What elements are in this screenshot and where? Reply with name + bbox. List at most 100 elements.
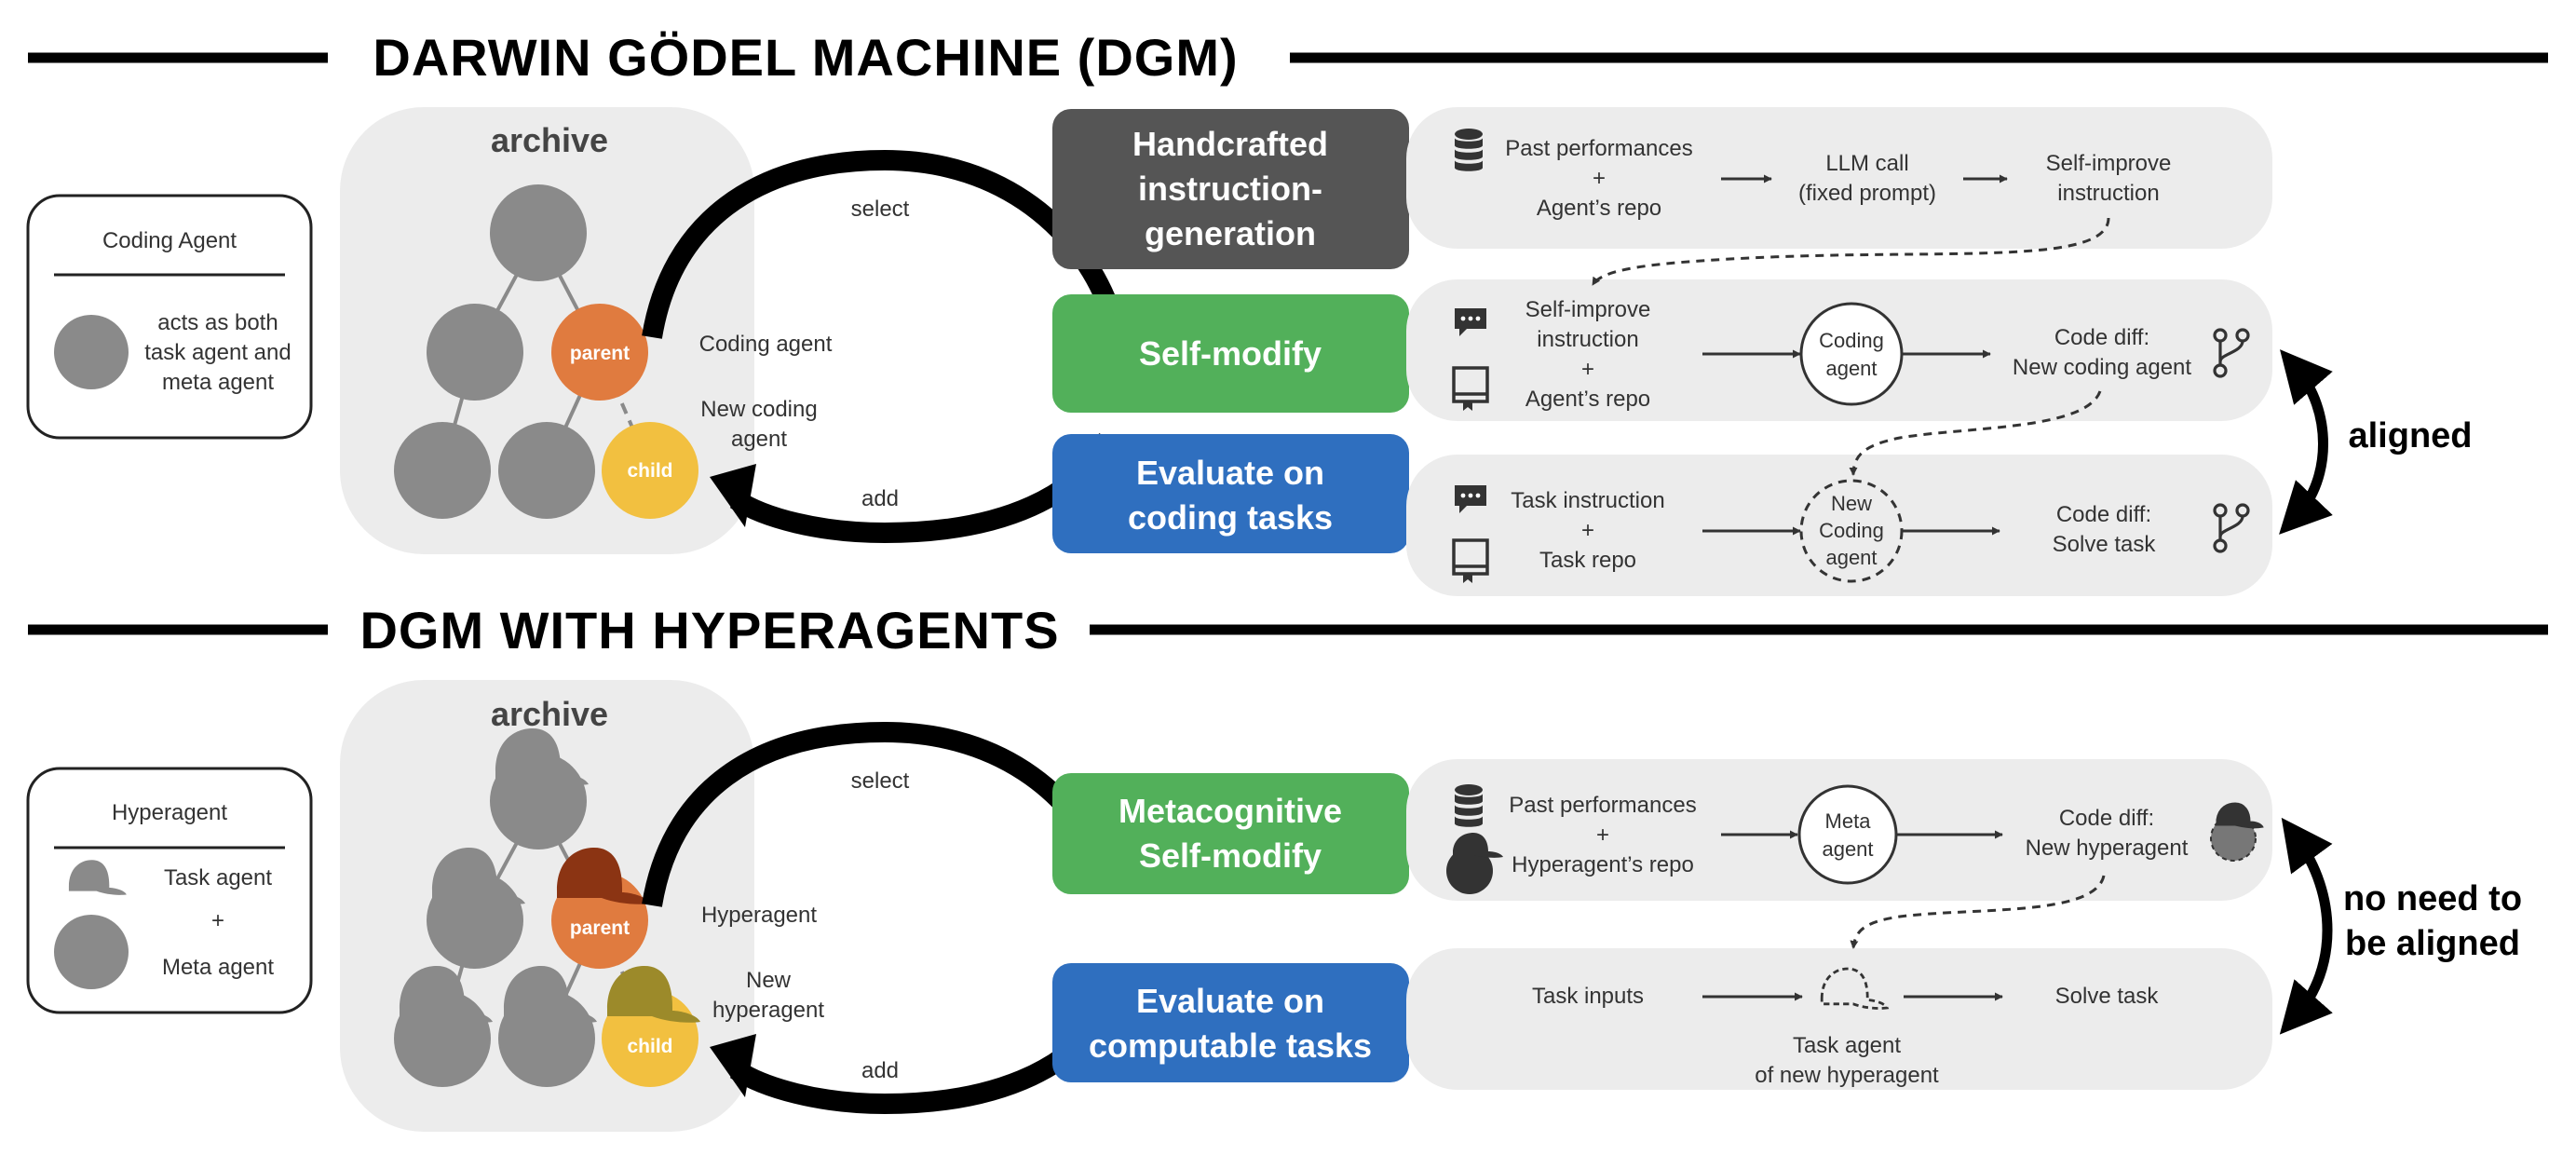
archive-label: archive — [491, 695, 608, 733]
step-box-handcrafted — [1052, 109, 1409, 269]
step1-line3: generation — [1145, 214, 1316, 252]
section-hyperagents: DGM WITH HYPERAGENTS Hyperagent Task age… — [26, 601, 2548, 1132]
hflow1-to-hflow2-arrow — [1850, 875, 2106, 949]
flow3-plus: + — [1581, 518, 1594, 543]
loop-new-line1: New — [746, 968, 792, 993]
loop-agent-label: Coding agent — [699, 332, 833, 357]
flow1-mid-line1: LLM call — [1825, 151, 1908, 176]
flow3-circle-line2: Coding — [1819, 519, 1884, 542]
flow1-to-flow2-arrow — [1591, 217, 2110, 286]
flow2-to-flow3-arrow — [1849, 390, 2102, 476]
flow2-plus: + — [1581, 357, 1594, 382]
child-label: child — [627, 1036, 672, 1057]
hstep2-line1: Evaluate on — [1136, 982, 1324, 1020]
archive-node-child — [602, 422, 698, 519]
no-need-line2: be aligned — [2345, 924, 2520, 963]
loop-new-line2: hyperagent — [712, 998, 824, 1023]
loop-select-label: select — [851, 197, 910, 222]
hflow1-circle-line1: Meta — [1825, 809, 1872, 833]
hflow1-in-line1: Past performances — [1509, 793, 1696, 818]
flow1-in-line2: Agent’s repo — [1537, 196, 1661, 221]
archive-node-parent — [551, 304, 648, 401]
hflow2-in-line1: Task inputs — [1532, 984, 1644, 1009]
loop-new-line1: New coding — [700, 397, 817, 422]
hflow1-out-line1: Code diff: — [2059, 806, 2154, 831]
flow2-out-line2: New coding agent — [2013, 355, 2191, 380]
hflow2-under-line1: Task agent — [1793, 1033, 1901, 1058]
legend-line1: acts as both — [157, 310, 278, 335]
step2-line1: Self-modify — [1139, 334, 1322, 373]
flow-panel-2 — [1406, 948, 2272, 1090]
step-box-self-modify — [1052, 294, 1409, 413]
legend-title: Coding Agent — [102, 228, 237, 253]
hflow1-in-line2: Hyperagent’s repo — [1512, 852, 1694, 877]
not-aligned-double-arrow — [2279, 817, 2333, 1035]
flow2-circle-line1: Coding — [1819, 329, 1884, 352]
legend-line2: task agent and — [144, 340, 291, 365]
flow2-out-line1: Code diff: — [2054, 325, 2149, 350]
hflow1-circle-line2: agent — [1822, 837, 1873, 861]
parent-label: parent — [570, 918, 630, 939]
flow3-out-line1: Code diff: — [2056, 502, 2151, 527]
hstep1-line2: Self-modify — [1139, 836, 1322, 875]
aligned-label: aligned — [2348, 416, 2472, 455]
hstep1-line1: Metacognitive — [1119, 792, 1342, 830]
flow1-out-line1: Self-improve — [2046, 151, 2172, 176]
loop-add-label: add — [861, 1058, 899, 1083]
archive-node-root — [490, 184, 587, 281]
flow2-circle-line2: agent — [1825, 357, 1877, 380]
legend-title: Hyperagent — [112, 800, 227, 825]
flow3-circle-line1: New — [1831, 492, 1872, 515]
flow1-plus: + — [1593, 166, 1606, 191]
step3-line2: coding tasks — [1128, 498, 1333, 537]
hflow1-out-line2: New hyperagent — [2026, 836, 2189, 861]
legend-meta-node — [54, 915, 129, 989]
parent-label: parent — [570, 343, 630, 364]
flow1-out-line2: instruction — [2057, 181, 2159, 206]
no-need-line1: no need to — [2343, 879, 2522, 918]
flow3-in-line2: Task repo — [1539, 548, 1636, 573]
loop-select-label: select — [851, 768, 910, 794]
legend-line1: Task agent — [164, 865, 272, 890]
legend-plus: + — [211, 908, 224, 933]
archive-node — [498, 422, 595, 519]
legend-line3: meta agent — [162, 370, 274, 395]
flow3-in-line1: Task instruction — [1511, 488, 1664, 513]
hflow1-plus: + — [1596, 822, 1609, 848]
flow2-in-line3: Agent’s repo — [1525, 387, 1650, 412]
step3-line1: Evaluate on — [1136, 454, 1324, 492]
hflow2-under-line2: of new hyperagent — [1755, 1063, 1939, 1088]
loop-add-label: add — [861, 486, 899, 511]
flow2-in-line2: instruction — [1537, 327, 1638, 352]
child-label: child — [627, 460, 672, 482]
loop-new-line2: agent — [731, 427, 787, 452]
flow2-in-line1: Self-improve — [1525, 297, 1651, 322]
hstep2-line2: computable tasks — [1089, 1026, 1372, 1065]
flow-panel-1 — [1406, 107, 2272, 249]
step1-line1: Handcrafted — [1132, 125, 1328, 163]
hyperagent-icon — [2210, 802, 2264, 862]
hyperagent-icon — [1446, 833, 1503, 894]
section-dgm: DARWIN GÖDEL MACHINE (DGM) Coding Agent … — [26, 28, 2548, 596]
loop-arrowhead — [710, 464, 756, 527]
flow3-circle-line3: agent — [1825, 546, 1877, 569]
loop-arrowhead — [710, 1034, 756, 1097]
legend-agent-node — [54, 315, 129, 389]
archive-node — [394, 422, 491, 519]
section-title-hyper: DGM WITH HYPERAGENTS — [359, 601, 1059, 659]
step-box-evaluate-coding — [1052, 434, 1409, 553]
archive-node — [427, 304, 523, 401]
legend-line2: Meta agent — [162, 955, 274, 980]
coding-agent-circle — [1799, 302, 1904, 406]
flow1-in-line1: Past performances — [1505, 136, 1692, 161]
archive-label: archive — [491, 121, 608, 159]
aligned-double-arrow — [2279, 349, 2333, 535]
section-title-dgm: DARWIN GÖDEL MACHINE (DGM) — [373, 28, 1238, 87]
flow1-mid-line2: (fixed prompt) — [1798, 181, 1936, 206]
step-box-metacognitive — [1052, 773, 1409, 894]
hflow2-out-line1: Solve task — [2055, 984, 2160, 1009]
meta-agent-circle — [1797, 784, 1898, 885]
loop-agent-label: Hyperagent — [701, 903, 817, 928]
